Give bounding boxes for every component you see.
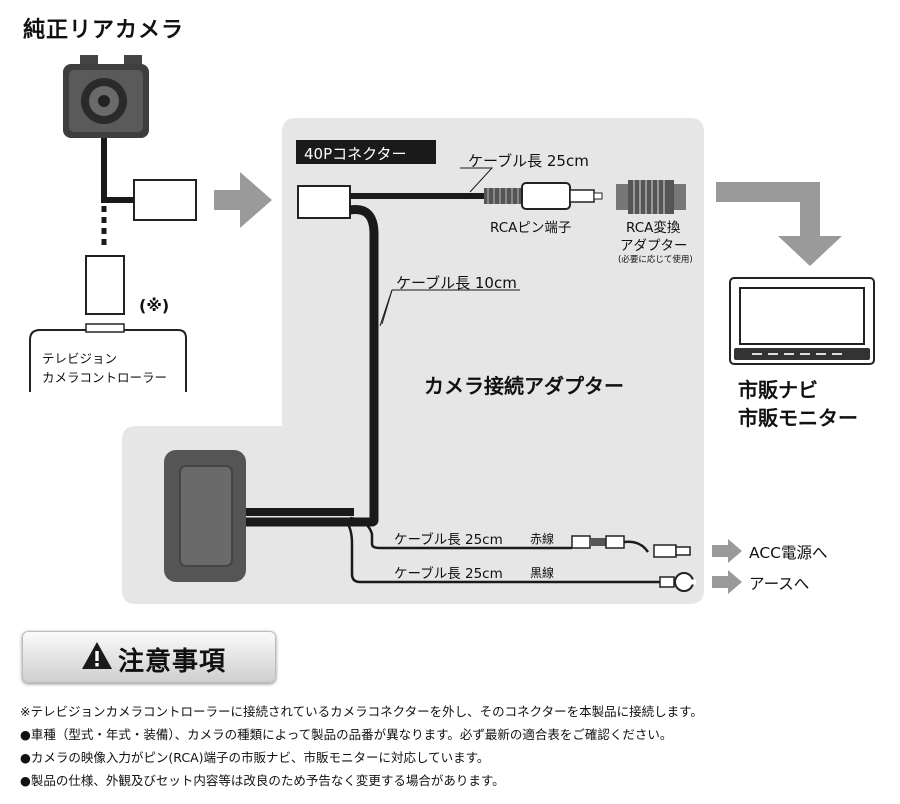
earth-target-label: アースへ [749,575,810,593]
acc-target-label: ACC電源へ [749,544,828,562]
rear-camera-icon [63,55,149,138]
navi-label-1: 市販ナビ [738,378,818,402]
navi-label-2: 市販モニター [738,406,858,430]
adapter-panel [122,118,704,604]
flow-arrow-down [716,182,842,266]
wiring-diagram: 純正リアカメラ 40Pコネクター ケーブル長 25cm RCAピン端子 RCA変… [23,18,875,604]
rca-adapter-label-2: アダプター [620,238,688,254]
black-cable [345,521,660,584]
caution-note: ※テレビジョンカメラコントローラーに接続されているカメラコネクターを外し、そのコ… [20,704,703,719]
40p-connector [297,185,351,219]
original-connector [85,255,125,315]
camera-adapter-label: カメラ接続アダプター [424,374,624,398]
caution-title: 注意事項 [118,647,227,677]
camera-connector [133,179,197,221]
note-mark: (※) [139,296,170,315]
warning-icon [82,642,112,669]
rca-adapter [616,180,686,214]
diagram-title: 純正リアカメラ [23,18,185,43]
red-cable [349,516,572,550]
earth-terminal [659,572,696,592]
diagram-graphics [29,55,875,604]
caution-header: 注意事項 [22,631,276,683]
cable-red-length-label: ケーブル長 25cm [394,532,503,548]
acc-arrow [712,539,742,563]
camera-cable [101,138,134,203]
acc-terminal [653,544,691,558]
rca-adapter-note: (必要に応じて使用) [618,255,693,265]
tv-controller-label-1: テレビジョン [42,351,118,366]
caution-note: ●車種（型式・年式・装備）、カメラの種類によって製品の品番が異なります。必ず最新… [20,727,673,742]
cable-black-color-label: 黒線 [530,566,555,580]
cable-red-color-label: 赤線 [530,532,555,546]
earth-arrow [712,570,742,594]
connector-40p-label: 40Pコネクター [304,145,407,163]
cable-black-length-label: ケーブル長 25cm [394,566,503,582]
caution-note: ●製品の仕様、外観及びセット内容等は改良のため予告なく変更する場合があります。 [20,773,505,788]
rca-pin-plug [484,182,603,210]
flow-arrow-right [214,172,272,228]
rca-pin-label: RCAピン端子 [490,220,572,236]
adapter-cable-10cm [246,205,379,527]
monitor-icon [729,277,875,365]
tv-controller-label-2: カメラコントローラー [42,370,168,385]
cable-25cm-top-label: ケーブル長 25cm [468,152,589,170]
cable-10cm-label: ケーブル長 10cm [396,274,517,292]
rca-adapter-label-1: RCA変換 [626,220,681,236]
caution-note: ●カメラの映像入力がピン(RCA)端子の市販ナビ、市販モニターに対応しています。 [20,750,490,765]
